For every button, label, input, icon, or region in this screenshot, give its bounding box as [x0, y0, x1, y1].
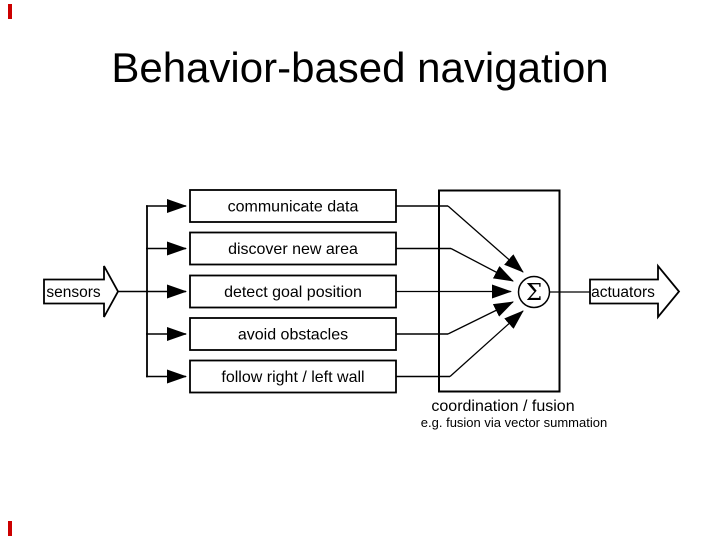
fusion-input-arrow-2: [450, 247, 514, 282]
behavior-label-1: communicate data: [228, 199, 359, 216]
red-edge-marker-top: [8, 4, 12, 19]
fusion-input-arrow-1: [447, 205, 524, 273]
fusion-note: e.g. fusion via vector summation: [421, 415, 607, 430]
sensors-label: sensors: [46, 284, 101, 301]
fusion-input-arrow-5: [449, 310, 524, 377]
sigma-symbol: Σ: [526, 280, 542, 306]
actuators-arrow: [589, 263, 681, 320]
behavior-label-5: follow right / left wall: [221, 369, 364, 386]
sensors-arrow: [43, 265, 120, 318]
sum-circle: [517, 275, 551, 309]
behavior-box-5: [189, 359, 397, 394]
behavior-label-2: discover new area: [228, 241, 358, 258]
fusion-input-arrow-4: [447, 301, 514, 335]
slide-title: Behavior-based navigation: [111, 44, 609, 91]
behavior-box-2: [189, 231, 397, 266]
fusion-caption: coordination / fusion: [431, 398, 574, 415]
behavior-label-3: detect goal position: [224, 284, 362, 301]
behavior-label-4: avoid obstacles: [238, 327, 348, 344]
behavior-box-3: [189, 274, 397, 309]
behavior-box-4: [189, 317, 397, 351]
actuators-label: actuators: [591, 284, 655, 301]
behavior-box-1: [189, 189, 397, 223]
red-edge-marker-bottom: [8, 521, 12, 536]
